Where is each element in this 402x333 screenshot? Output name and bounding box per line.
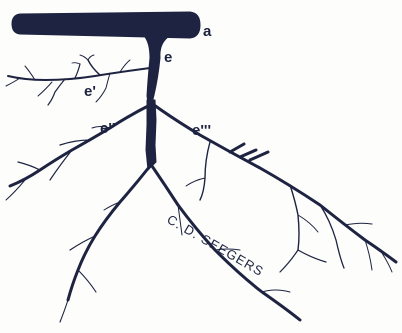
- ink-drawing: [6, 12, 396, 322]
- central-branch: [146, 100, 156, 170]
- branch-lower-left: [60, 166, 150, 322]
- artist-signature: C. D. SEEGERS: [165, 212, 267, 280]
- branch-e3: [154, 105, 396, 272]
- label-e1: e': [84, 83, 96, 100]
- label-e3: e''': [192, 122, 211, 139]
- branch-e2: [6, 105, 150, 200]
- main-vessel-a: [12, 12, 200, 38]
- label-e2: e'': [100, 120, 115, 137]
- label-a: a: [203, 23, 212, 40]
- label-e: e: [164, 49, 172, 66]
- branch-e1: [6, 55, 150, 105]
